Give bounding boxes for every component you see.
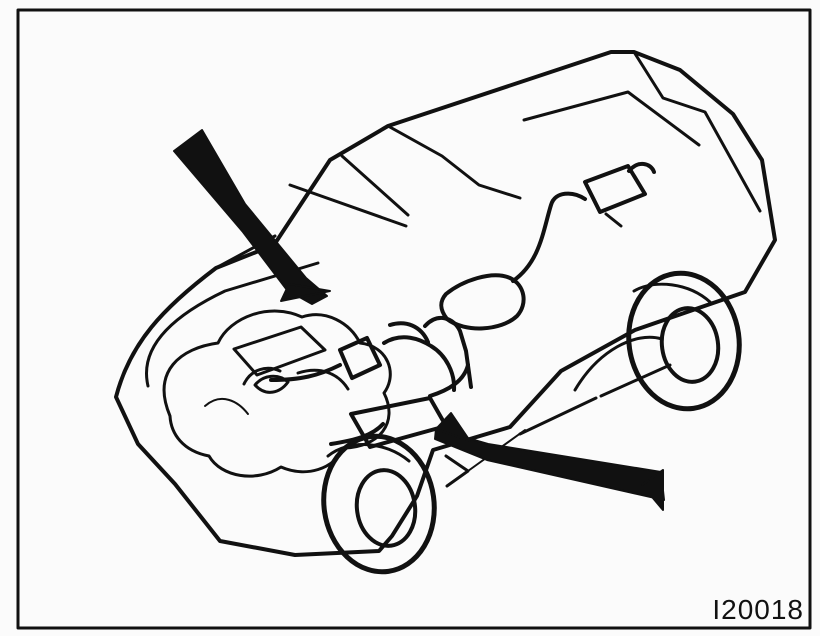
figure-id: I20018: [712, 594, 804, 626]
front-wheel: [315, 429, 443, 579]
arrow-icon: [174, 130, 664, 510]
rear-wheel: [620, 266, 748, 416]
engine-outline: [164, 311, 390, 476]
truck-outline-icon: [116, 52, 775, 555]
exhaust-system-icon: [255, 164, 654, 447]
